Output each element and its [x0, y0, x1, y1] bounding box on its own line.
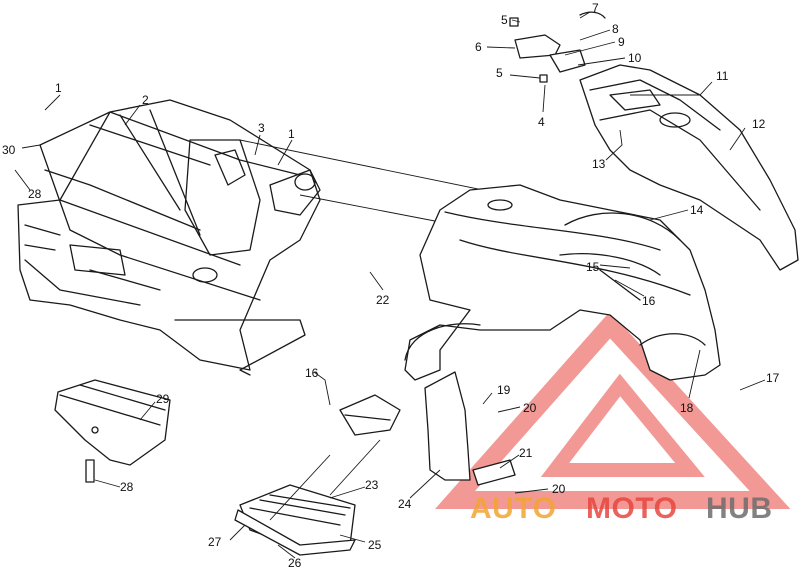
callout-26: 26 [288, 556, 302, 569]
callout-5-b: 5 [496, 66, 503, 80]
callout-14: 14 [690, 203, 704, 217]
callout-25: 25 [368, 538, 382, 552]
watermark-logo-icon [435, 311, 791, 509]
callout-28-b: 28 [120, 480, 134, 494]
bolt-28 [85, 459, 95, 483]
footrest [234, 484, 356, 556]
callout-20-b: 20 [552, 482, 566, 496]
leader-lines [14, 11, 766, 559]
callout-27: 27 [208, 535, 222, 549]
callout-9: 9 [618, 35, 625, 49]
rear-fender [579, 64, 799, 271]
frame [17, 99, 581, 376]
step-bracket [339, 394, 401, 436]
callout-15: 15 [586, 260, 600, 274]
callout-23: 23 [365, 478, 379, 492]
callout-28: 28 [28, 187, 42, 201]
callout-11: 11 [716, 69, 729, 83]
callout-30: 30 [2, 143, 16, 157]
callout-20: 20 [523, 401, 537, 415]
callout-29: 29 [156, 392, 170, 406]
callout-2: 2 [142, 93, 149, 107]
callout-22: 22 [376, 293, 390, 307]
callout-24: 24 [398, 497, 412, 511]
callout-4: 4 [538, 115, 545, 129]
callout-18: 18 [680, 401, 694, 415]
callout-12: 12 [752, 117, 766, 131]
callout-8: 8 [612, 22, 619, 36]
skid-plate [54, 379, 171, 466]
callout-16-b: 16 [305, 366, 319, 380]
mud-flap [424, 371, 471, 481]
callout-19: 19 [497, 383, 511, 397]
watermark-moto: MOTO [586, 492, 677, 525]
bracket-21 [472, 459, 516, 486]
callout-5: 5 [501, 13, 508, 27]
callout-10: 10 [628, 51, 642, 65]
callout-labels: 5 7 8 6 9 10 5 4 11 12 13 1 2 3 1 30 28 … [2, 1, 780, 569]
watermark-hub: HUB [706, 492, 773, 525]
watermark-auto: AUTO [470, 492, 556, 525]
callout-3: 3 [258, 121, 265, 135]
callout-13: 13 [592, 157, 606, 171]
callout-7: 7 [592, 1, 599, 15]
callout-21: 21 [519, 446, 533, 460]
callout-1: 1 [55, 81, 62, 95]
callout-17: 17 [766, 371, 780, 385]
tail-light-bracket [509, 11, 606, 83]
watermark-text: AUTO MOTO HUB [470, 492, 773, 525]
callout-1-b: 1 [288, 127, 295, 141]
callout-6: 6 [475, 40, 482, 54]
front-fender [404, 184, 721, 381]
callout-16: 16 [642, 294, 656, 308]
